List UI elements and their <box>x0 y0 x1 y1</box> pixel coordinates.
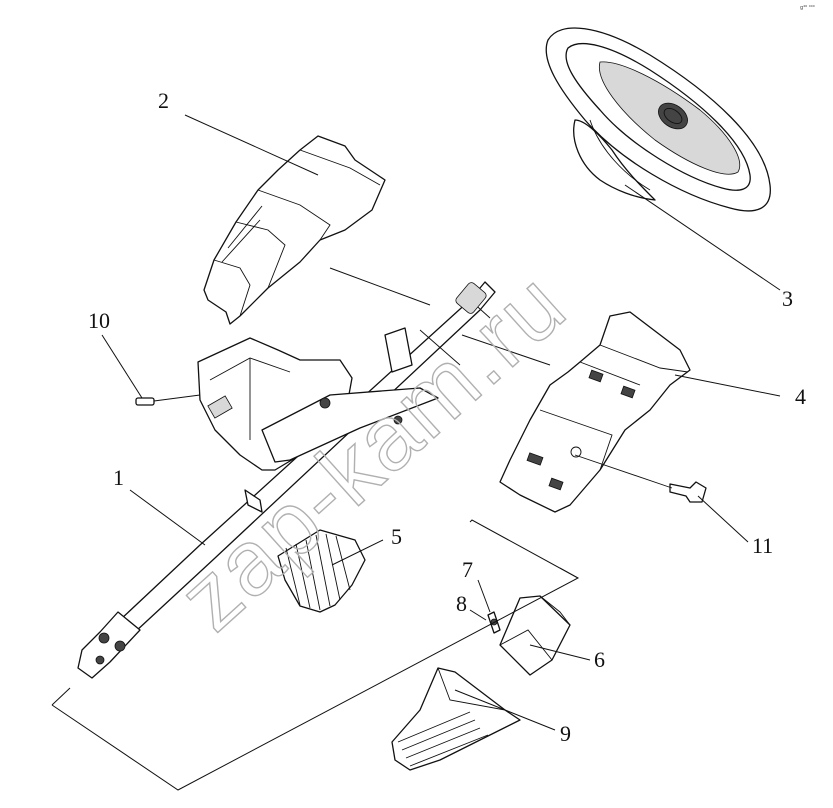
upper-column-cover <box>203 135 386 325</box>
lower-column-cover <box>499 311 691 513</box>
leader-lines <box>101 114 781 731</box>
callout-8: 8 <box>456 591 467 616</box>
callout-6: 6 <box>594 647 605 672</box>
callout-11: 11 <box>752 533 773 558</box>
callout-1: 1 <box>113 465 124 490</box>
callout-2: 2 <box>158 88 169 113</box>
bracket-6 <box>499 595 571 676</box>
boot-5 <box>277 529 366 613</box>
callout-9: 9 <box>560 721 571 746</box>
callout-3: 3 <box>782 286 793 311</box>
steering-shaft <box>77 281 496 679</box>
screw-11 <box>574 454 707 503</box>
callout-7: 7 <box>462 557 473 582</box>
callout-labels: 2 3 10 4 1 5 11 7 8 6 9 <box>88 88 806 746</box>
column-bracket <box>197 327 461 513</box>
callout-4: 4 <box>795 384 806 409</box>
corner-mark: g⁴⁶ ⁰⁰⁰ <box>800 5 815 11</box>
steering-wheel <box>545 27 771 212</box>
boot-9 <box>391 667 521 771</box>
screw-10 <box>135 394 201 406</box>
callout-10: 10 <box>88 308 110 333</box>
callout-5: 5 <box>391 524 402 549</box>
group-brackets <box>51 519 580 791</box>
